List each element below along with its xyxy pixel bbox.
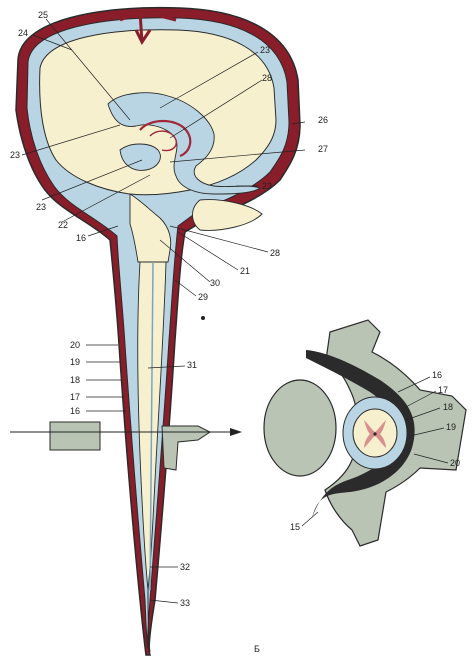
label-20-left: 20 [70, 340, 80, 350]
cross-section [264, 320, 466, 546]
label-17-left: 17 [70, 392, 80, 402]
label-15: 15 [290, 522, 300, 532]
vertebral-body [264, 380, 336, 476]
label-33: 33 [180, 598, 190, 608]
label-23-right: 23 [262, 181, 272, 191]
small-dot [201, 316, 205, 320]
label-22: 22 [58, 220, 68, 230]
label-32: 32 [180, 562, 190, 572]
label-23-top: 23 [260, 45, 270, 55]
cerebellum [193, 200, 263, 231]
label-24: 24 [18, 28, 28, 38]
label-16-upper: 16 [76, 233, 86, 243]
panel-letter: Б [254, 644, 260, 654]
label-21: 21 [240, 266, 250, 276]
label-26: 26 [318, 115, 328, 125]
label-23-lower: 23 [36, 202, 46, 212]
sagittal-section [10, 8, 300, 655]
label-29: 29 [198, 292, 208, 302]
label-18-right: 18 [443, 402, 453, 412]
label-30: 30 [210, 278, 220, 288]
spinous-process-right [162, 426, 210, 470]
label-27: 27 [318, 144, 328, 154]
cross-central-canal [373, 432, 376, 435]
label-20-right: 20 [450, 458, 460, 468]
label-23-left: 23 [10, 150, 20, 160]
label-19-right: 19 [446, 422, 456, 432]
label-31: 31 [187, 360, 197, 370]
label-25: 25 [38, 10, 48, 20]
vertebral-body-left [50, 422, 100, 450]
label-18-left: 18 [70, 375, 80, 385]
label-17-right: 17 [438, 385, 448, 395]
section-arrow-head [230, 428, 242, 436]
label-19-left: 19 [70, 357, 80, 367]
label-28-top: 28 [262, 73, 272, 83]
label-16-right: 16 [432, 370, 442, 380]
label-28-lower: 28 [270, 248, 280, 258]
label-16-left: 16 [70, 406, 80, 416]
